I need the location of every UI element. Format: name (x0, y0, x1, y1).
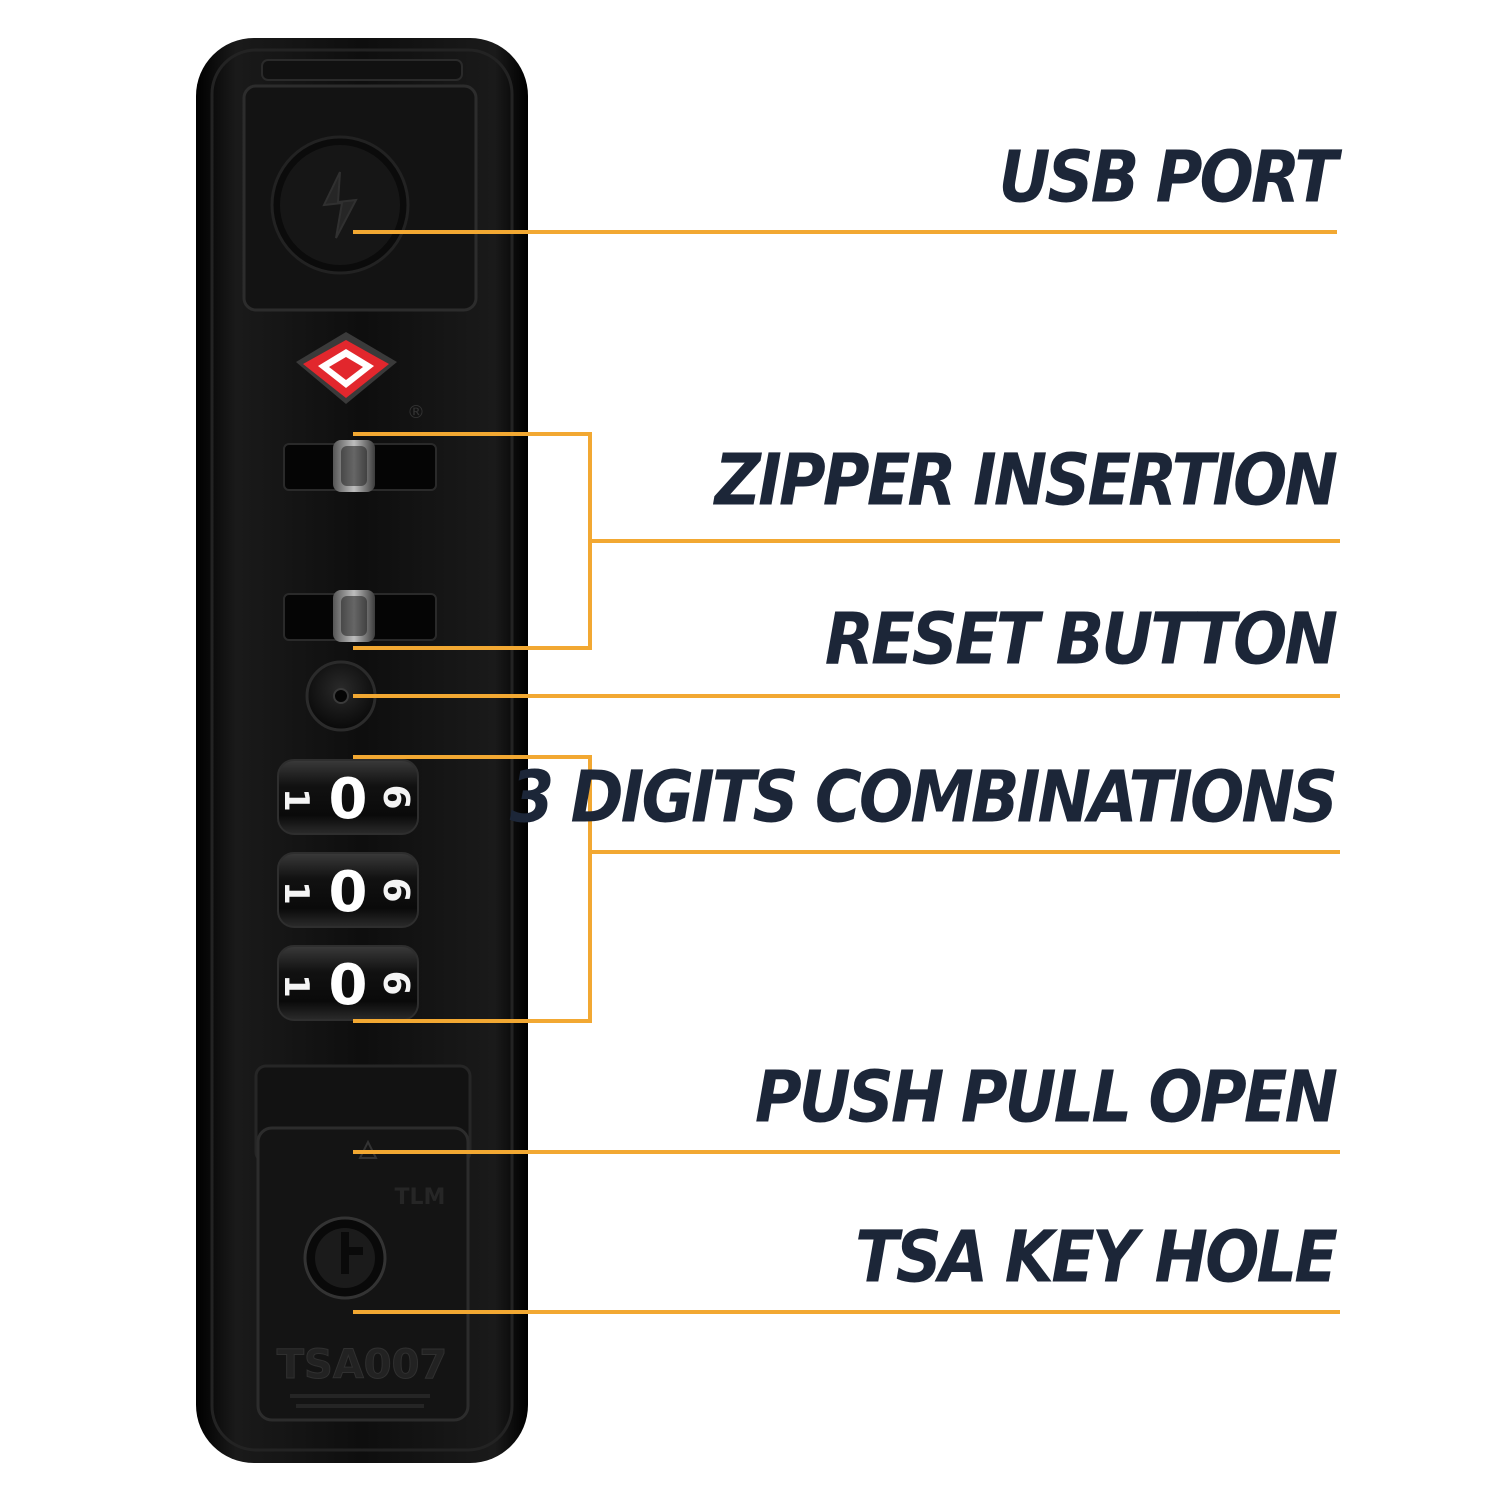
dial-3-prev-digit: 1 (276, 974, 316, 998)
callout-leaders (353, 230, 1340, 1314)
dials-bracket (353, 755, 592, 1023)
dial-3-next-digit: 9 (378, 970, 419, 995)
push-pull-open-label: PUSH PULL OPEN (754, 1056, 1338, 1140)
brand-mark: TLM (395, 1185, 446, 1210)
key-cover: TLM TSA007 (256, 1126, 470, 1422)
zipper-slot-lower (283, 590, 437, 642)
dial-2-prev-digit: 1 (276, 881, 316, 905)
dial-1-current-digit: 0 (329, 767, 368, 832)
tsa-red-diamond-icon (296, 332, 397, 404)
combination-dial-1: 1 0 9 (276, 759, 419, 835)
dial-1-prev-digit: 1 (276, 788, 316, 812)
registered-mark: ® (407, 402, 425, 423)
lightning-bolt-icon (322, 171, 358, 239)
combination-dial-2: 1 0 9 (276, 852, 419, 928)
model-text: TSA007 (277, 1342, 448, 1388)
dial-3-current-digit: 0 (329, 953, 368, 1018)
reset-button-label: RESET BUTTON (824, 598, 1338, 682)
tsa-key-hole-label: TSA KEY HOLE (855, 1216, 1338, 1300)
dial-2-current-digit: 0 (329, 860, 368, 925)
dial-2-next-digit: 9 (378, 877, 419, 902)
dial-1-next-digit: 9 (378, 784, 419, 809)
top-lip (261, 59, 463, 81)
usb-port-cover (242, 84, 478, 312)
zipper-insertion-label: ZIPPER INSERTION (714, 439, 1338, 523)
lock-body-bevel (210, 48, 514, 1452)
key-icon (303, 1216, 387, 1300)
usb-port-label: USB PORT (998, 136, 1338, 220)
combination-dial-3: 1 0 9 (276, 945, 419, 1021)
three-digit-combination-label: 3 DIGITS COMBINATIONS (509, 756, 1338, 840)
zipper-slot-upper (283, 440, 437, 492)
